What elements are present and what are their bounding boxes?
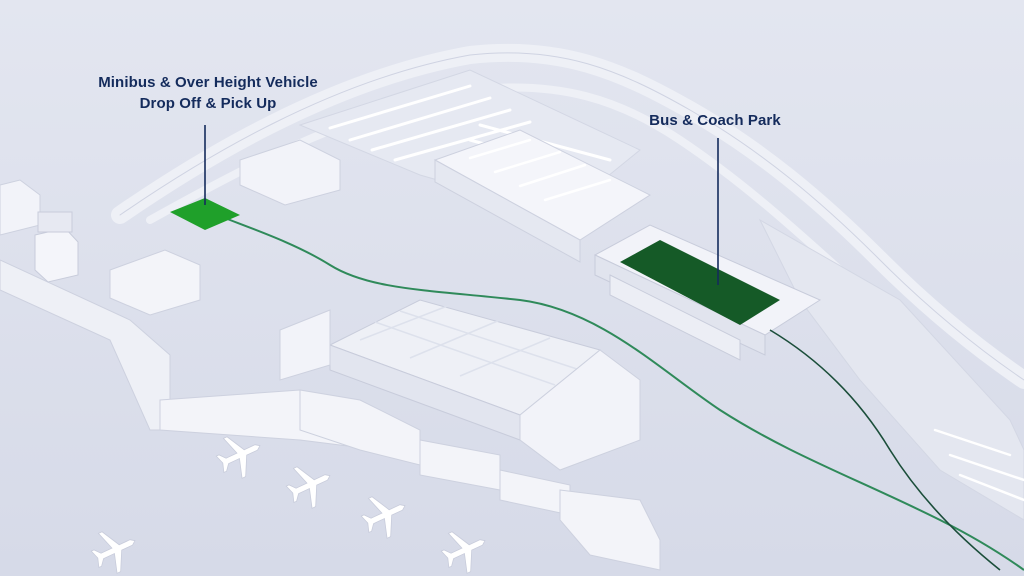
bus-coach-park-building: [593, 224, 822, 361]
minibus-label-line2: Drop Off & Pick Up: [139, 95, 277, 112]
bus-coach-park-area: [620, 240, 780, 325]
control-tower-icon: [34, 211, 79, 283]
bus-coach-park-label: Bus & Coach Park: [649, 112, 781, 129]
left-buildings: [0, 139, 341, 431]
minibus-label-line1: Minibus & Over Height Vehicle: [98, 74, 318, 91]
route-line: [204, 209, 1024, 571]
terminal-piers: [159, 389, 661, 571]
terminal-building: [279, 299, 641, 471]
minibus-drop-off-zone: [170, 198, 240, 230]
minibus-drop-off-label: Minibus & Over Height Vehicle Drop Off &…: [78, 72, 338, 114]
multi-storey-car-park: [433, 129, 652, 263]
rail-line: [769, 329, 1001, 571]
